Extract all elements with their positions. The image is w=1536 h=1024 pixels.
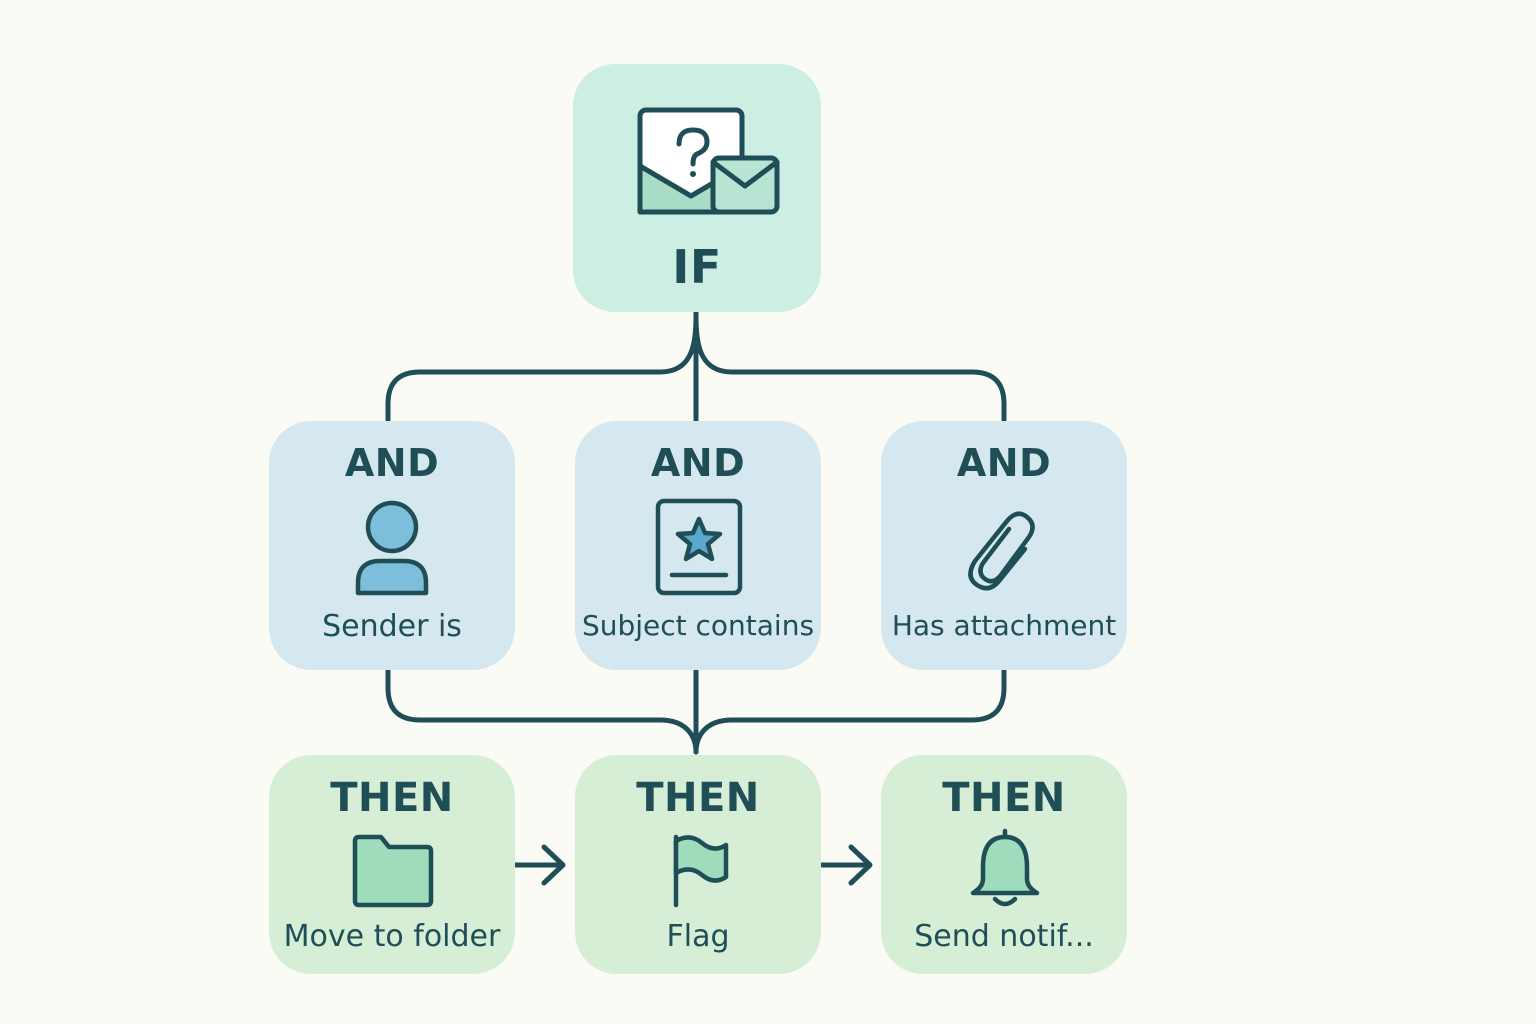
email-question-icon xyxy=(635,106,783,218)
connector-and-left-to-then xyxy=(385,667,699,755)
and-node-subject[interactable]: AND Subject contains xyxy=(575,421,821,670)
if-keyword: IF xyxy=(672,240,722,294)
connector-if-to-and-left xyxy=(385,315,699,423)
then-label: Move to folder xyxy=(283,919,501,954)
then-node-notify[interactable]: THEN Send notif... xyxy=(881,755,1127,974)
then-keyword: THEN xyxy=(942,775,1066,821)
person-icon xyxy=(353,499,431,597)
connector-and-right-to-then xyxy=(693,667,1007,755)
folder-icon xyxy=(351,833,435,909)
and-label: Sender is xyxy=(322,609,462,644)
and-keyword: AND xyxy=(344,441,440,485)
star-document-icon xyxy=(654,497,744,597)
then-node-move[interactable]: THEN Move to folder xyxy=(269,755,515,974)
connector-if-to-and-right xyxy=(693,315,1007,423)
if-node[interactable]: IF xyxy=(573,64,821,312)
and-keyword: AND xyxy=(956,441,1052,485)
then-label: Send notif... xyxy=(914,919,1094,954)
then-label: Flag xyxy=(666,919,730,954)
and-label: Has attachment xyxy=(891,609,1117,642)
paperclip-icon xyxy=(963,499,1043,591)
and-keyword: AND xyxy=(650,441,746,485)
and-node-attachment[interactable]: AND Has attachment xyxy=(881,421,1127,670)
flag-icon xyxy=(668,833,732,909)
then-keyword: THEN xyxy=(330,775,454,821)
then-keyword: THEN xyxy=(636,775,760,821)
arrow-then-1-to-2 xyxy=(512,844,566,886)
arrow-then-2-to-3 xyxy=(819,844,873,886)
bell-icon xyxy=(967,827,1043,911)
and-node-sender[interactable]: AND Sender is xyxy=(269,421,515,670)
and-label: Subject contains xyxy=(581,609,815,642)
then-node-flag[interactable]: THEN Flag xyxy=(575,755,821,974)
